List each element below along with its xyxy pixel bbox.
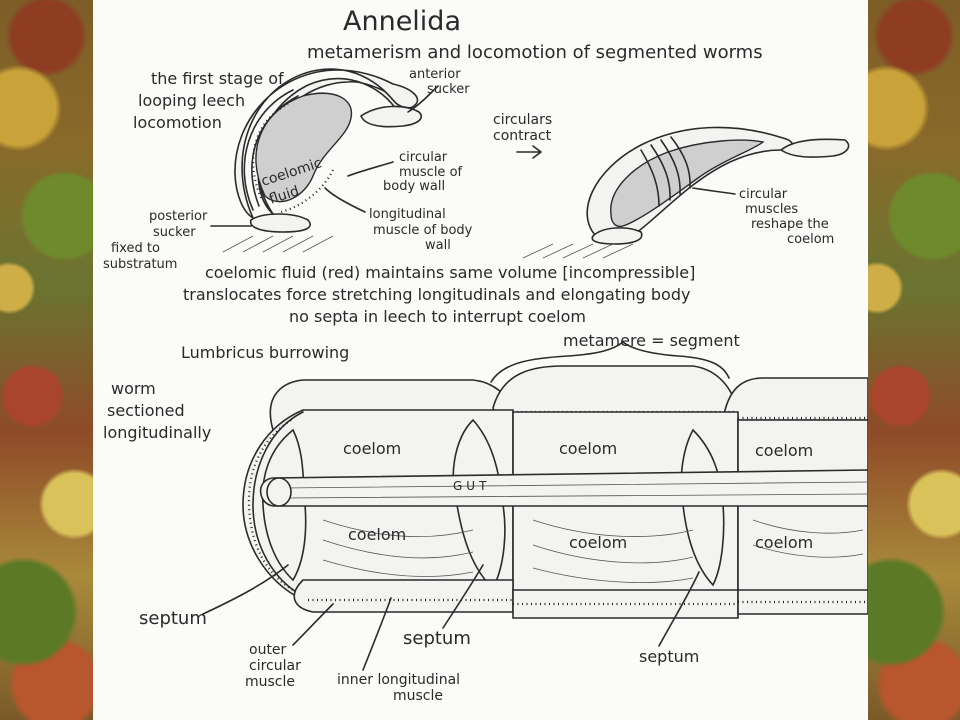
- note-line-3: no septa in leech to interrupt coelom: [289, 307, 586, 326]
- inner-pointer: [362, 597, 392, 671]
- diagram-title: Annelida: [343, 6, 461, 37]
- lumbricus-label: Lumbricus burrowing: [181, 343, 349, 362]
- coelom-label-5: coelom: [755, 441, 813, 460]
- outer-pointer: [292, 603, 334, 646]
- anterior-label-1: anterior: [409, 67, 461, 82]
- worm-label-1: worm: [111, 379, 156, 398]
- inner-label-2: muscle: [393, 688, 443, 704]
- note-line-2: translocates force stretching longitudin…: [183, 285, 690, 304]
- contract-arrow: [516, 145, 542, 159]
- circulars-label-2: contract: [493, 128, 552, 144]
- circular-muscle-label-1: circular: [399, 150, 448, 165]
- coelom-label-1: coelom: [343, 439, 401, 458]
- outer-label-2: circular: [249, 658, 301, 674]
- longitudinal-label-3: wall: [425, 238, 451, 253]
- right-foliage-border: [868, 0, 960, 720]
- septum-pointer-1: [202, 564, 289, 615]
- coelom-label-4: coelom: [569, 533, 627, 552]
- longitudinal-label-1: longitudinal: [369, 207, 446, 222]
- fixed-label-1: fixed to: [111, 241, 160, 256]
- reshape-label-4: coelom: [787, 232, 834, 247]
- reshape-label-1: circular: [739, 187, 788, 202]
- metamere-brace: [490, 341, 730, 383]
- annelida-diagram: Annelida metamerism and locomotion of se…: [103, 6, 868, 704]
- left-foliage-border: [0, 0, 93, 720]
- circular-muscle-pointer: [347, 161, 394, 177]
- first-stage-label-3: locomotion: [133, 113, 222, 132]
- gut-label: GUT: [453, 479, 490, 493]
- metamere-label: metamere = segment: [563, 331, 740, 350]
- reshape-label-2: muscles: [745, 202, 798, 217]
- longitudinal-pointer: [324, 187, 366, 213]
- worm-label-3: longitudinally: [103, 423, 211, 442]
- outer-label-3: muscle: [245, 674, 295, 690]
- posterior-label-2: sucker: [153, 225, 196, 240]
- outer-label-1: outer: [249, 642, 287, 658]
- coelom-label-3: coelom: [559, 439, 617, 458]
- circulars-label-1: circulars: [493, 112, 552, 128]
- septum-label-1: septum: [139, 608, 207, 629]
- septum-label-2: septum: [403, 628, 471, 649]
- first-stage-label-2: looping leech: [138, 91, 245, 110]
- note-line-1: coelomic fluid (red) maintains same volu…: [205, 263, 695, 282]
- longitudinal-label-2: muscle of body: [373, 223, 473, 238]
- circular-muscle-label-2: muscle of: [399, 165, 463, 180]
- septum-pointer-2: [442, 564, 484, 629]
- diagram-subtitle: metamerism and locomotion of segmented w…: [307, 42, 763, 63]
- reshape-pointer: [692, 187, 736, 195]
- diagram-paper: Annelida metamerism and locomotion of se…: [93, 0, 868, 720]
- leech-first-stage: coelomic fluid: [222, 68, 423, 253]
- inner-label-1: inner longitudinal: [337, 672, 460, 688]
- worm-label-2: sectioned: [107, 401, 185, 420]
- lumbricus-section: GUT coelom coelom coelom coelom coelom c…: [242, 365, 868, 619]
- fixed-label-2: substratum: [103, 257, 177, 272]
- coelom-label-2: coelom: [348, 525, 406, 544]
- circular-muscle-label-3: body wall: [383, 179, 445, 194]
- anterior-pointer: [407, 85, 439, 113]
- reshape-label-3: reshape the: [751, 217, 829, 232]
- coelom-label-6: coelom: [755, 533, 813, 552]
- leech-second-stage: [522, 126, 850, 259]
- septum-pointer-3: [658, 571, 700, 647]
- first-stage-label-1: the first stage of: [151, 69, 284, 88]
- posterior-label-1: posterior: [149, 209, 208, 224]
- septum-label-3: septum: [639, 647, 699, 666]
